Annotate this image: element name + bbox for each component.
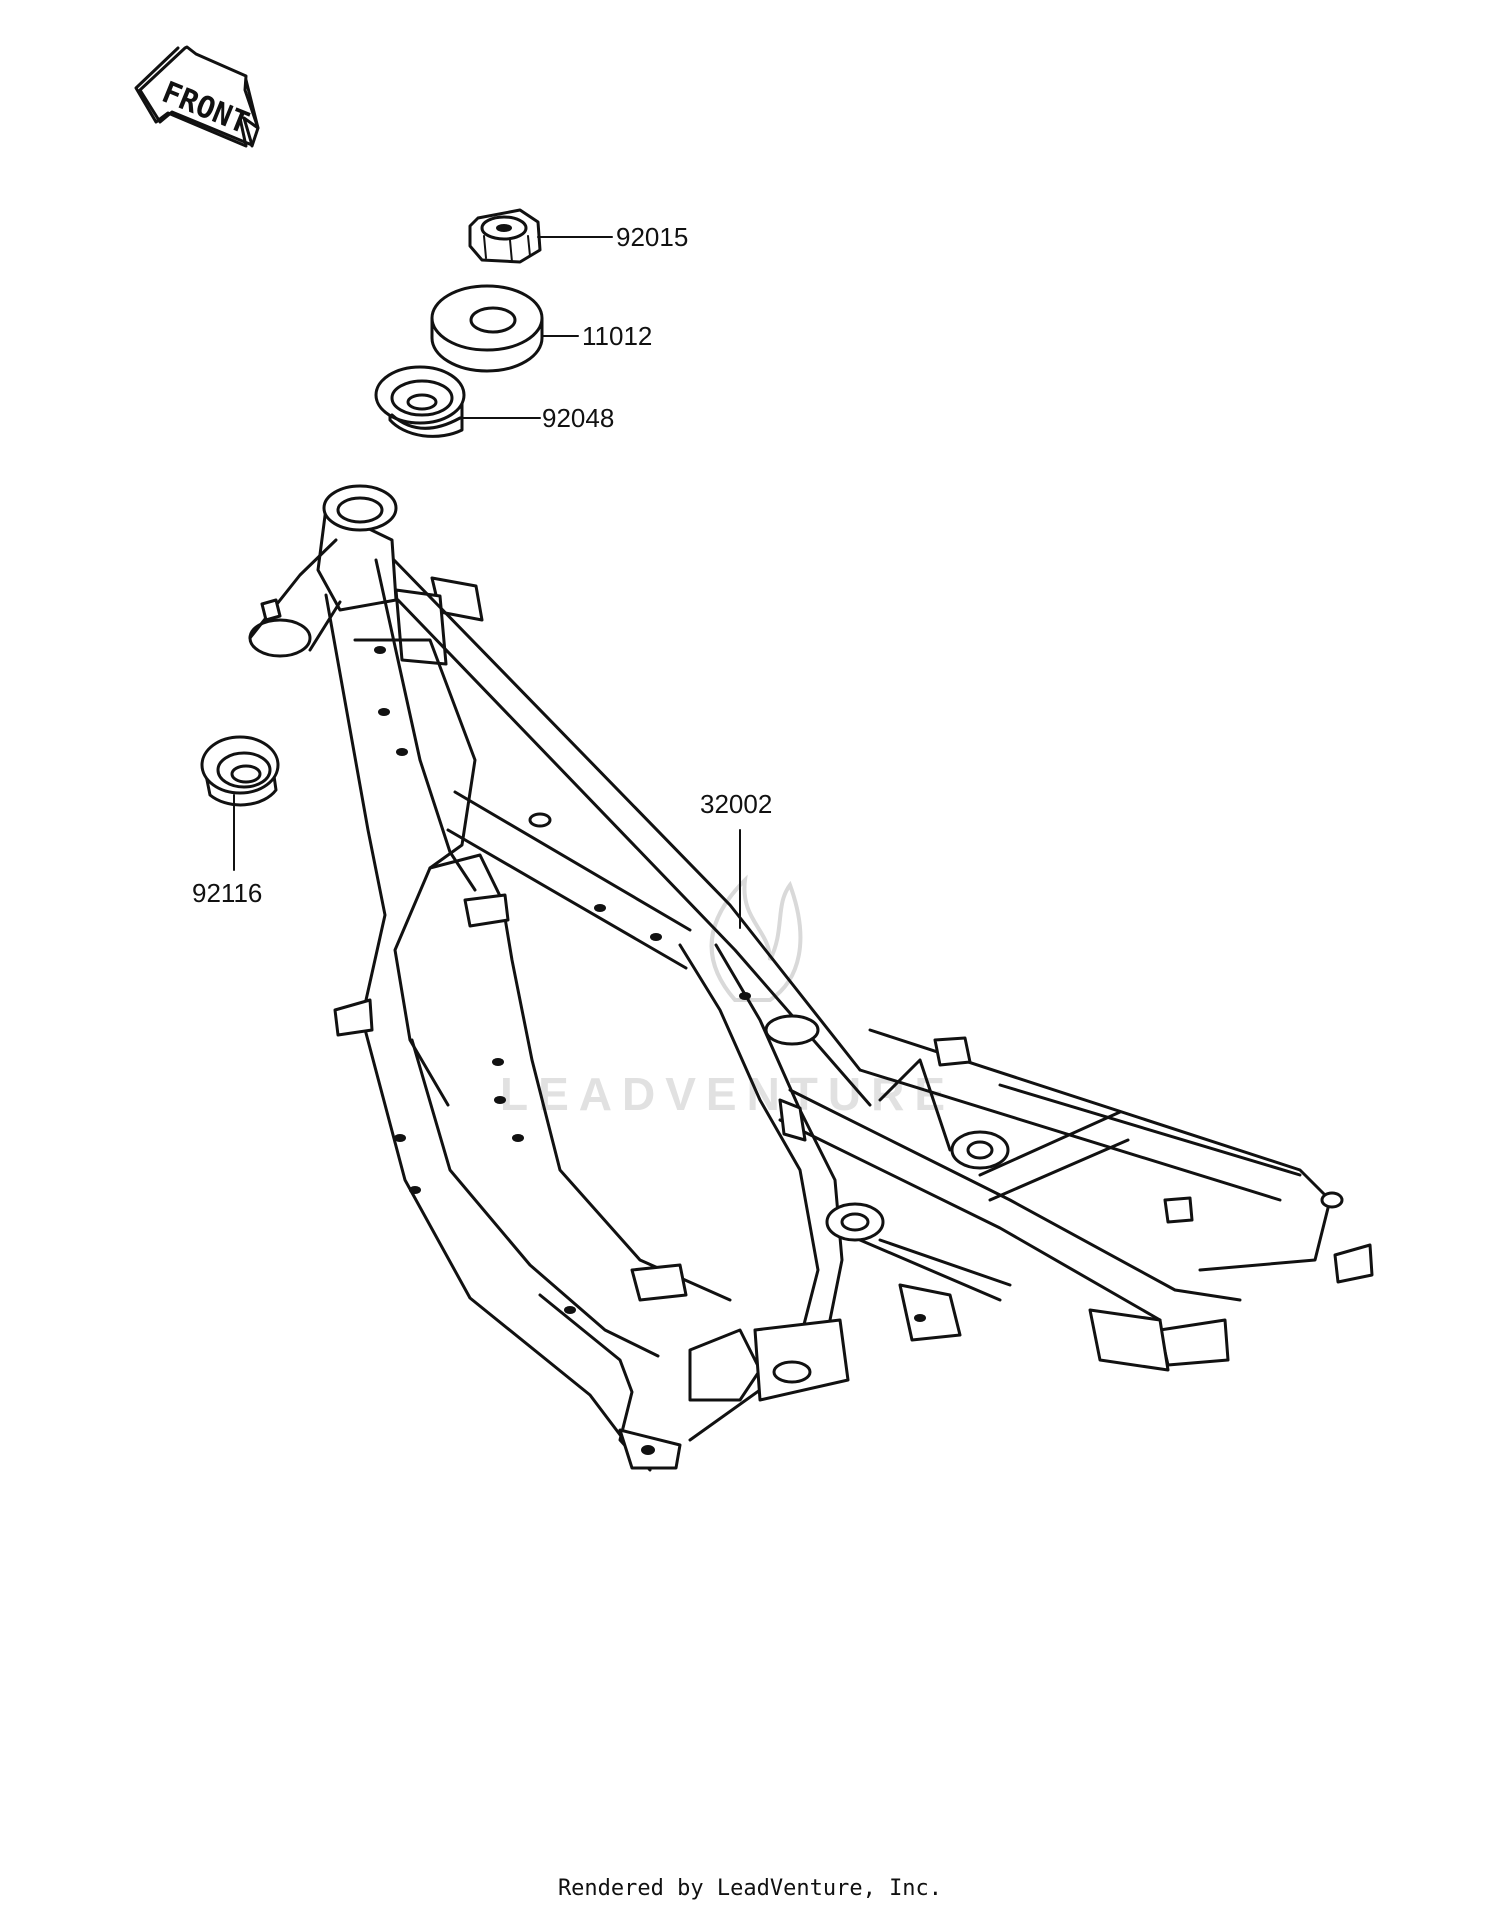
part-number-32002: 32002 <box>700 789 772 819</box>
part-11012-washer <box>430 284 544 373</box>
svg-text:LEADVENTURE: LEADVENTURE <box>500 1068 955 1120</box>
part-92116-bearing <box>200 735 280 807</box>
front-arrow-icon: FRONT <box>134 45 260 148</box>
part-92048-grommet <box>374 365 466 438</box>
part-number-92116: 92116 <box>192 878 262 908</box>
part-number-11012: 11012 <box>582 321 652 351</box>
leader-lines <box>233 236 741 929</box>
part-number-92015: 92015 <box>616 222 688 252</box>
leadventure-watermark: LEADVENTURE <box>500 874 955 1120</box>
part-number-92048: 92048 <box>542 403 614 433</box>
part-92015-nut <box>468 208 542 264</box>
part-32002-frame <box>248 484 1374 1472</box>
footer-credit: Rendered by LeadVenture, Inc. <box>557 1876 943 1901</box>
